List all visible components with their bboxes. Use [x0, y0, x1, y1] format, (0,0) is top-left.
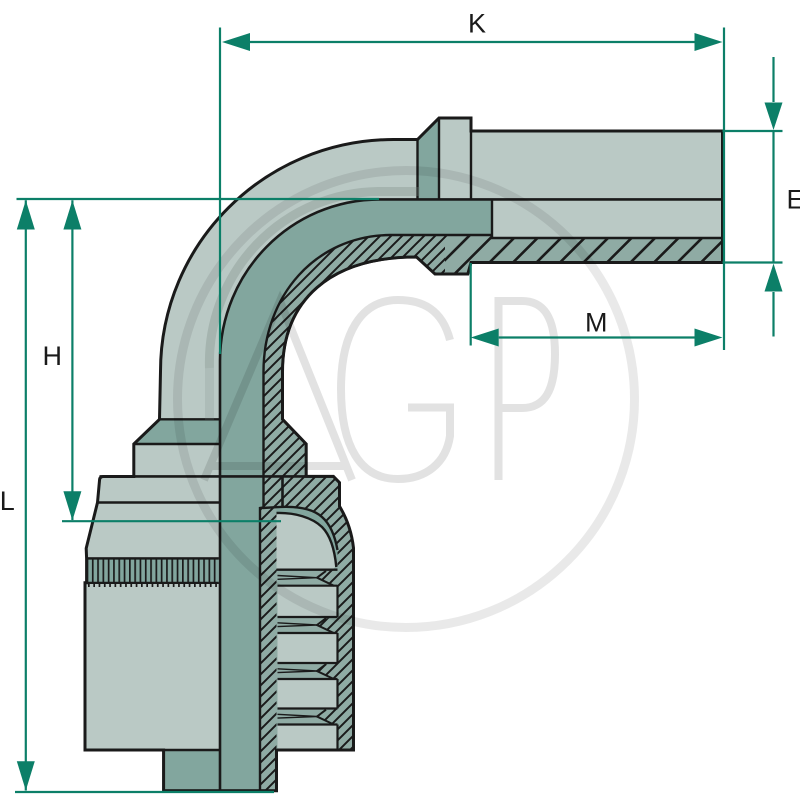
svg-text:M: M	[585, 308, 608, 338]
svg-text:K: K	[468, 9, 486, 39]
svg-text:H: H	[43, 341, 63, 371]
svg-text:E: E	[787, 185, 800, 215]
svg-text:L: L	[0, 486, 15, 516]
